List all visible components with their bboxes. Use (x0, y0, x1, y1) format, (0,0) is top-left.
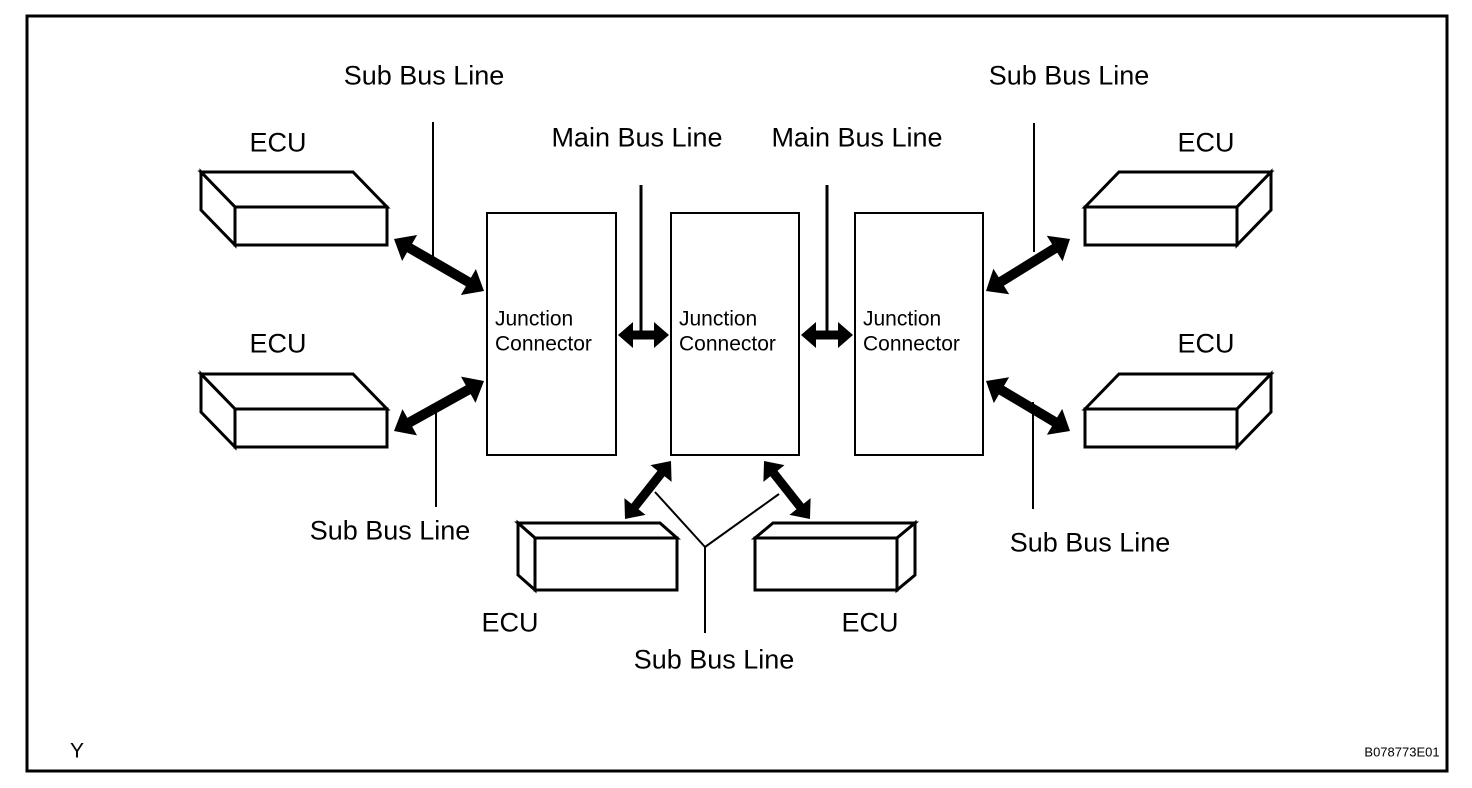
ecu-box-bottom-center-right-front-face (753, 536, 899, 592)
arrow-junction-center-to-right (801, 322, 853, 348)
arrow-ecu-bottom-left-to-junction (394, 376, 484, 436)
figure-border (25, 14, 1449, 773)
junction-connector-left-label-line1: Junction (495, 307, 573, 330)
arrow-junction-left-to-center (618, 322, 669, 348)
ecu-box-top-right-front-face (1083, 205, 1239, 247)
ecu-box-bottom-right-front-face (1083, 407, 1239, 449)
label-sub-bus-bottom-center: Sub Bus Line (634, 644, 795, 674)
ecu-box-bottom-center-right-top-face (750, 521, 920, 540)
ecu-box-bottom-left-front-face (233, 407, 389, 449)
label-ecu-bottom-center-right: ECU (841, 607, 898, 637)
junction-connector-center-box (670, 212, 800, 456)
junction-connector-left-box (486, 212, 617, 456)
label-figure-code: B078773E01 (1364, 745, 1439, 760)
ecu-box-bottom-center-left-front-face (533, 536, 679, 592)
arrow-ecu-bottom-center-right-to-junction (763, 461, 811, 519)
label-main-bus-right: Main Bus Line (771, 122, 942, 152)
junction-connector-right-box (854, 212, 984, 456)
label-corner-mark: Y (70, 739, 84, 762)
label-sub-bus-top-right: Sub Bus Line (989, 60, 1150, 90)
junction-connector-left-label-line2: Connector (495, 332, 592, 355)
sub-bus-line-bottom-center-left-branch (654, 491, 706, 548)
junction-connector-right-label-line1: Junction (863, 307, 941, 330)
label-sub-bus-top-left: Sub Bus Line (344, 60, 505, 90)
label-ecu-top-left: ECU (249, 127, 306, 157)
ecu-box-bottom-center-left-top-face (514, 521, 681, 540)
label-ecu-bottom-left: ECU (249, 328, 306, 358)
label-sub-bus-bottom-right: Sub Bus Line (1010, 527, 1171, 557)
junction-connector-right-label-line2: Connector (863, 332, 960, 355)
junction-connector-center-label-line1: Junction (679, 307, 757, 330)
ecu-box-top-left-front-face (233, 205, 389, 247)
arrow-ecu-top-left-to-junction (394, 235, 484, 295)
label-main-bus-left: Main Bus Line (551, 122, 722, 152)
arrow-ecu-bottom-center-left-to-junction (624, 461, 672, 519)
label-sub-bus-bottom-left: Sub Bus Line (310, 515, 471, 545)
label-ecu-bottom-center-left: ECU (481, 607, 538, 637)
arrow-ecu-top-right-to-junction (986, 235, 1070, 295)
junction-connector-center-label-line2: Connector (679, 332, 776, 355)
arrow-ecu-bottom-right-to-junction (986, 377, 1070, 435)
label-ecu-top-right: ECU (1177, 127, 1234, 157)
label-ecu-bottom-right: ECU (1177, 328, 1234, 358)
sub-bus-line-bottom-center-right-branch (704, 493, 780, 548)
